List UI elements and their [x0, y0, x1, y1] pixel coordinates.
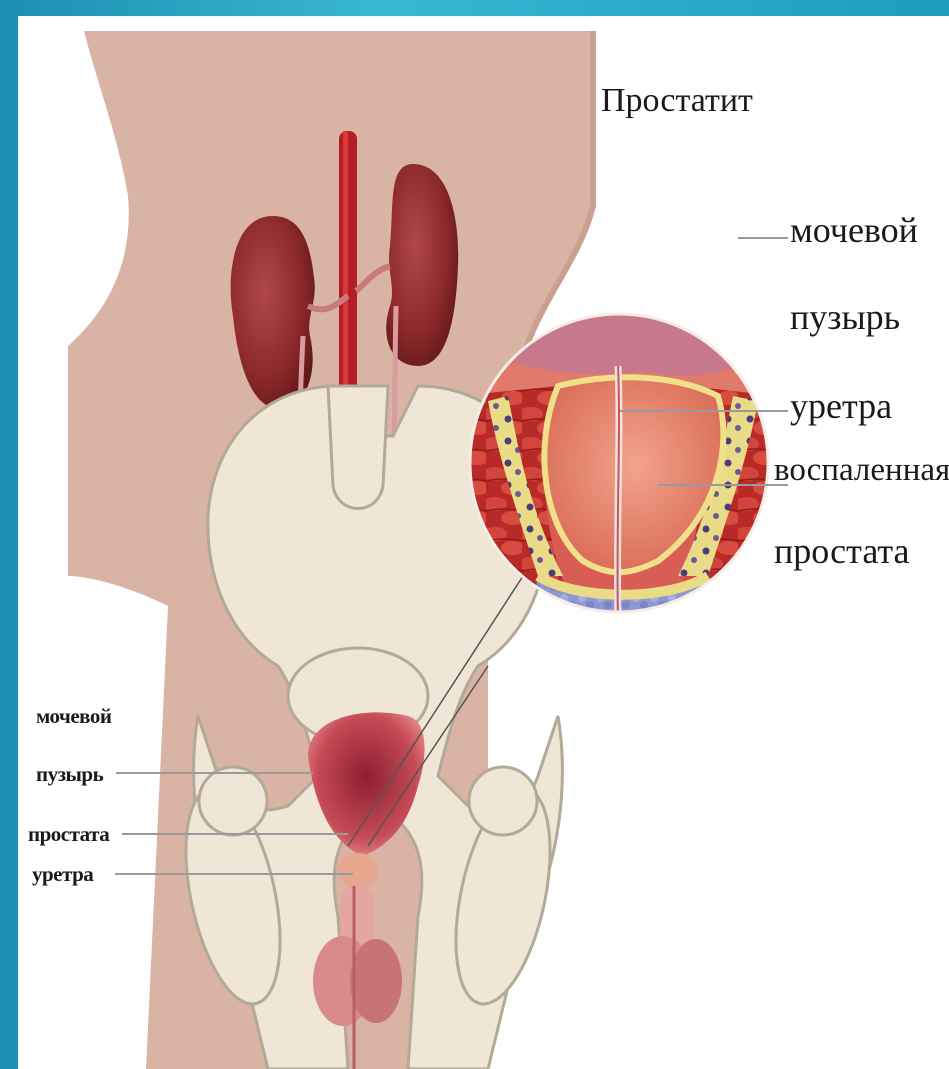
zoom-label-urethra: уретра — [790, 388, 892, 424]
zoom-label-inflamed-1: воспаленная — [774, 454, 949, 487]
diagram-title: Простатит — [601, 84, 753, 118]
zoom-label-bladder-1: мочевой — [790, 212, 918, 248]
body-label-prostate: простата — [28, 824, 109, 845]
zoom-label-bladder-2: пузырь — [790, 299, 900, 335]
body-label-bladder-1: мочевой — [36, 706, 111, 727]
body-label-bladder-2: пузырь — [36, 764, 103, 785]
body-label-urethra: уретра — [32, 864, 93, 885]
slide: Простатит мочевой пузырь уретра воспален… — [18, 16, 949, 1069]
zoom-label-inflamed-2: простата — [774, 533, 910, 569]
body-prostate — [338, 853, 378, 889]
